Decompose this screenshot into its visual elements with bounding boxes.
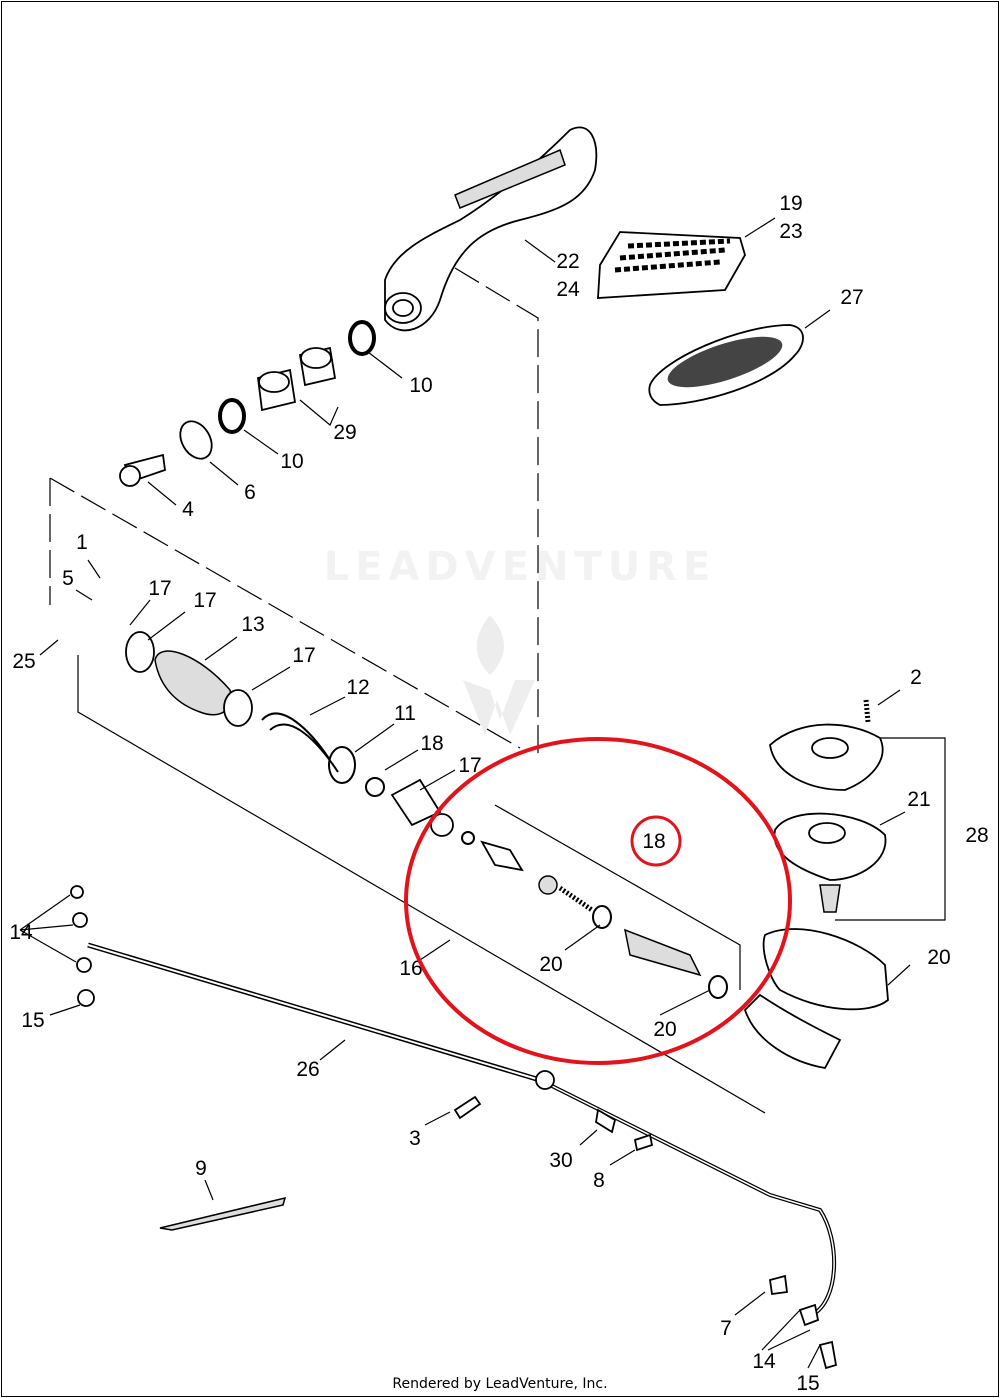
callout: 11: [394, 702, 416, 725]
callout: 2: [910, 666, 922, 689]
callout: 15: [21, 1009, 44, 1032]
callout: 17: [458, 754, 481, 777]
callout: 20: [539, 953, 562, 976]
callout: 17: [292, 644, 315, 667]
callout: 26: [296, 1058, 319, 1081]
callout: 28: [965, 824, 988, 847]
callout: 10: [409, 374, 432, 397]
callout-highlighted: 18: [642, 830, 665, 853]
callout: 24: [556, 278, 580, 301]
callout: 19: [779, 192, 802, 215]
highlight-ellipse: [404, 737, 792, 1065]
callout: 15: [796, 1372, 819, 1395]
pedal-pad-oval: [648, 324, 804, 406]
footpeg-pad: [597, 231, 746, 299]
watermark-logo: LEADVENTURE: [324, 544, 717, 735]
leader-lines: [19, 217, 911, 1369]
callout: 20: [927, 946, 950, 969]
brake-rod-and-line: [70, 885, 838, 1370]
master-cylinder-internals: [461, 831, 728, 999]
callout: 20: [653, 1018, 676, 1041]
callout: 7: [720, 1317, 732, 1340]
callout: 17: [148, 577, 171, 600]
callout-labels: 19 23 22 24 27 10 29 10 6 4 1 5 17 17 13…: [9, 192, 988, 1395]
callout: 17: [193, 589, 216, 612]
callout: 18: [420, 732, 443, 755]
callout: 14: [9, 921, 33, 944]
callout: 14: [752, 1350, 776, 1373]
callout: 9: [195, 1157, 207, 1180]
callout: 30: [549, 1149, 572, 1172]
callout: 13: [241, 613, 264, 636]
callout: 8: [593, 1169, 605, 1192]
callout: 3: [409, 1127, 421, 1150]
callout: 23: [779, 220, 802, 243]
callout: 25: [12, 650, 35, 673]
bushings-and-rings: [119, 320, 376, 487]
callout: 12: [346, 676, 369, 699]
callout: 4: [182, 498, 194, 521]
callout: 6: [244, 481, 256, 504]
callout: 16: [399, 957, 422, 980]
boot-spring-group: [125, 631, 454, 837]
highlight-annotation: [404, 737, 792, 1065]
callout: 21: [907, 788, 930, 811]
assembly-outline: [49, 267, 946, 1114]
callout: 27: [840, 286, 863, 309]
callout: 22: [556, 250, 579, 273]
reservoir-assembly: [743, 699, 889, 1069]
watermark-text: LEADVENTURE: [324, 544, 717, 590]
callout: 5: [62, 567, 74, 590]
callout: 1: [76, 531, 88, 554]
brake-pedal-arm: [384, 126, 598, 332]
callout: 10: [280, 450, 303, 473]
footer-credit: Rendered by LeadVenture, Inc.: [392, 1376, 608, 1392]
callout: 29: [333, 421, 356, 444]
highlight-circle: [630, 815, 682, 867]
